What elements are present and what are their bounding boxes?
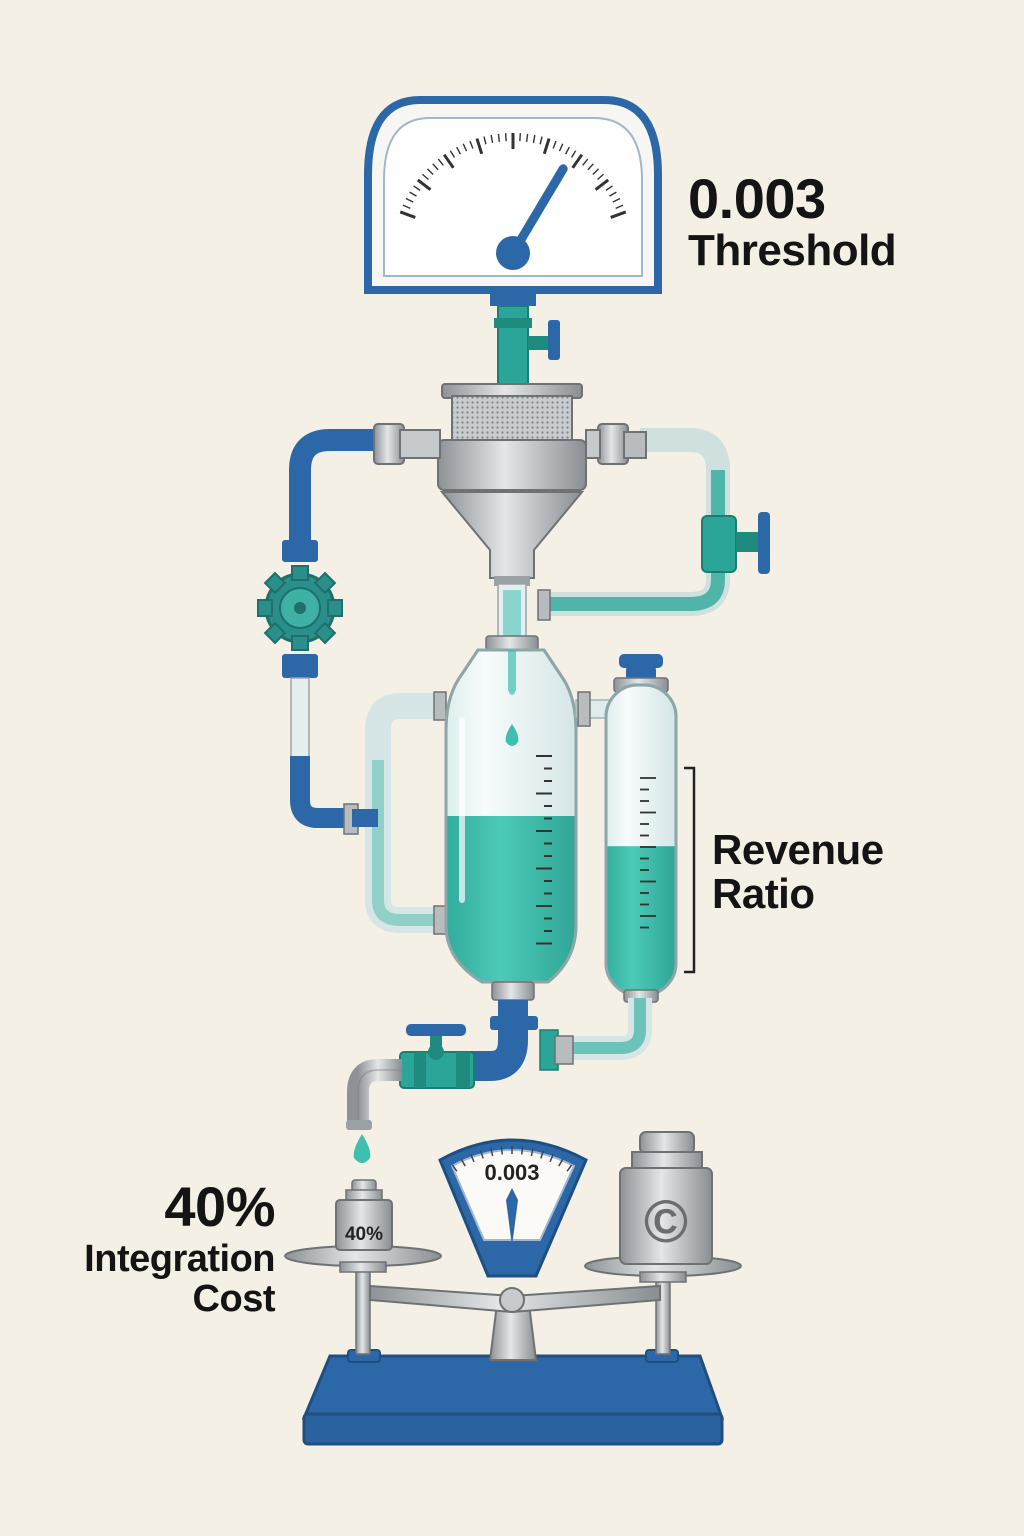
reservoir-scale: [536, 755, 552, 945]
gauge-tick: [399, 210, 416, 219]
gauge-tick: [432, 163, 439, 171]
gauge-tick: [542, 138, 551, 155]
gear-valve-icon: [257, 565, 343, 651]
dial-tick: [500, 1146, 503, 1155]
gauge-tick: [592, 168, 600, 175]
gauge-tick: [532, 134, 536, 144]
large-weight: ©: [619, 1131, 713, 1265]
tube-liquid: [606, 846, 676, 995]
gauge-tick: [437, 158, 444, 166]
gauge-tick: [570, 150, 577, 158]
gauge-tick: [497, 133, 501, 142]
revenue-ratio-label: Revenue Ratio: [712, 826, 884, 918]
pressure-gauge: [364, 96, 662, 294]
gauge-tick: [483, 136, 487, 145]
gauge-tick: [612, 197, 621, 203]
liquid-drop: [505, 724, 519, 746]
dial-tick: [566, 1164, 573, 1172]
gauge-tick: [564, 146, 570, 155]
gauge-tick: [426, 168, 434, 175]
gauge-tick: [442, 153, 455, 169]
gauge-dial-ticks: [399, 133, 627, 219]
gauge-tick: [456, 146, 462, 155]
dial-tick: [480, 1150, 484, 1159]
reservoir-liquid: [446, 816, 576, 982]
right-pipe: [537, 423, 770, 621]
integration-cost-label: Integration Cost: [84, 1238, 275, 1320]
dial-tick: [558, 1158, 564, 1167]
gauge-tick: [609, 191, 617, 197]
gauge-tick: [525, 133, 529, 142]
gauge-tick: [582, 158, 589, 166]
gauge-tick: [558, 143, 564, 152]
gauge-tick: [413, 185, 421, 191]
funnel-outlet: [485, 583, 539, 651]
gauge-needle-hub: [496, 236, 530, 270]
revenue-ratio-tube: [604, 654, 678, 1003]
dial-tick: [451, 1164, 458, 1172]
gauge-tick: [615, 204, 624, 209]
gauge-tick: [449, 150, 456, 158]
spout-drop: [353, 1134, 371, 1163]
gauge-tick: [490, 134, 494, 144]
left-pipe: [257, 423, 441, 835]
outlet-manifold: [346, 998, 652, 1163]
gauge-tick: [462, 143, 468, 152]
gauge-tick: [571, 153, 584, 169]
scale-dial-ticks: [451, 1146, 573, 1172]
overflow-loop-tube: [352, 691, 447, 935]
balance-scale: 0.003 40% ©: [284, 1131, 742, 1446]
copyright-icon: ©: [644, 1188, 688, 1255]
threshold-label: Threshold: [688, 226, 897, 275]
dial-tick: [549, 1154, 554, 1163]
gauge-tick: [610, 210, 627, 219]
gauge-tick: [469, 140, 474, 149]
dial-tick: [470, 1154, 475, 1163]
gauge-tick: [605, 185, 613, 191]
gauge-tick: [421, 173, 429, 181]
gauge-tick: [402, 204, 411, 209]
gauge-tick: [594, 178, 610, 191]
integration-cost-value: 40%: [164, 1175, 275, 1238]
gauge-tick: [539, 136, 543, 145]
tube-scale: [640, 777, 656, 929]
gauge-tick: [587, 163, 594, 171]
valve-handle-icon: [701, 512, 770, 574]
small-weight-label: 40%: [345, 1224, 383, 1245]
dial-tick: [530, 1147, 534, 1157]
revenue-bracket: [684, 766, 696, 974]
threshold-value: 0.003: [688, 167, 826, 230]
gauge-tick: [416, 178, 432, 191]
dial-tick: [490, 1147, 494, 1157]
scale-dial-readout: 0.003: [484, 1160, 539, 1185]
small-weight: 40%: [335, 1179, 393, 1251]
dial-tick: [540, 1150, 544, 1159]
gauge-tick: [552, 140, 557, 149]
gauge-tick: [409, 191, 417, 197]
filter-funnel: [437, 383, 587, 586]
main-reservoir: [444, 648, 578, 1001]
gauge-tick: [597, 173, 605, 181]
gauge-stem: [490, 290, 560, 387]
gauge-tick: [405, 197, 414, 203]
gauge-tick: [475, 138, 484, 155]
dial-tick: [460, 1158, 466, 1167]
dial-tick: [521, 1146, 524, 1155]
